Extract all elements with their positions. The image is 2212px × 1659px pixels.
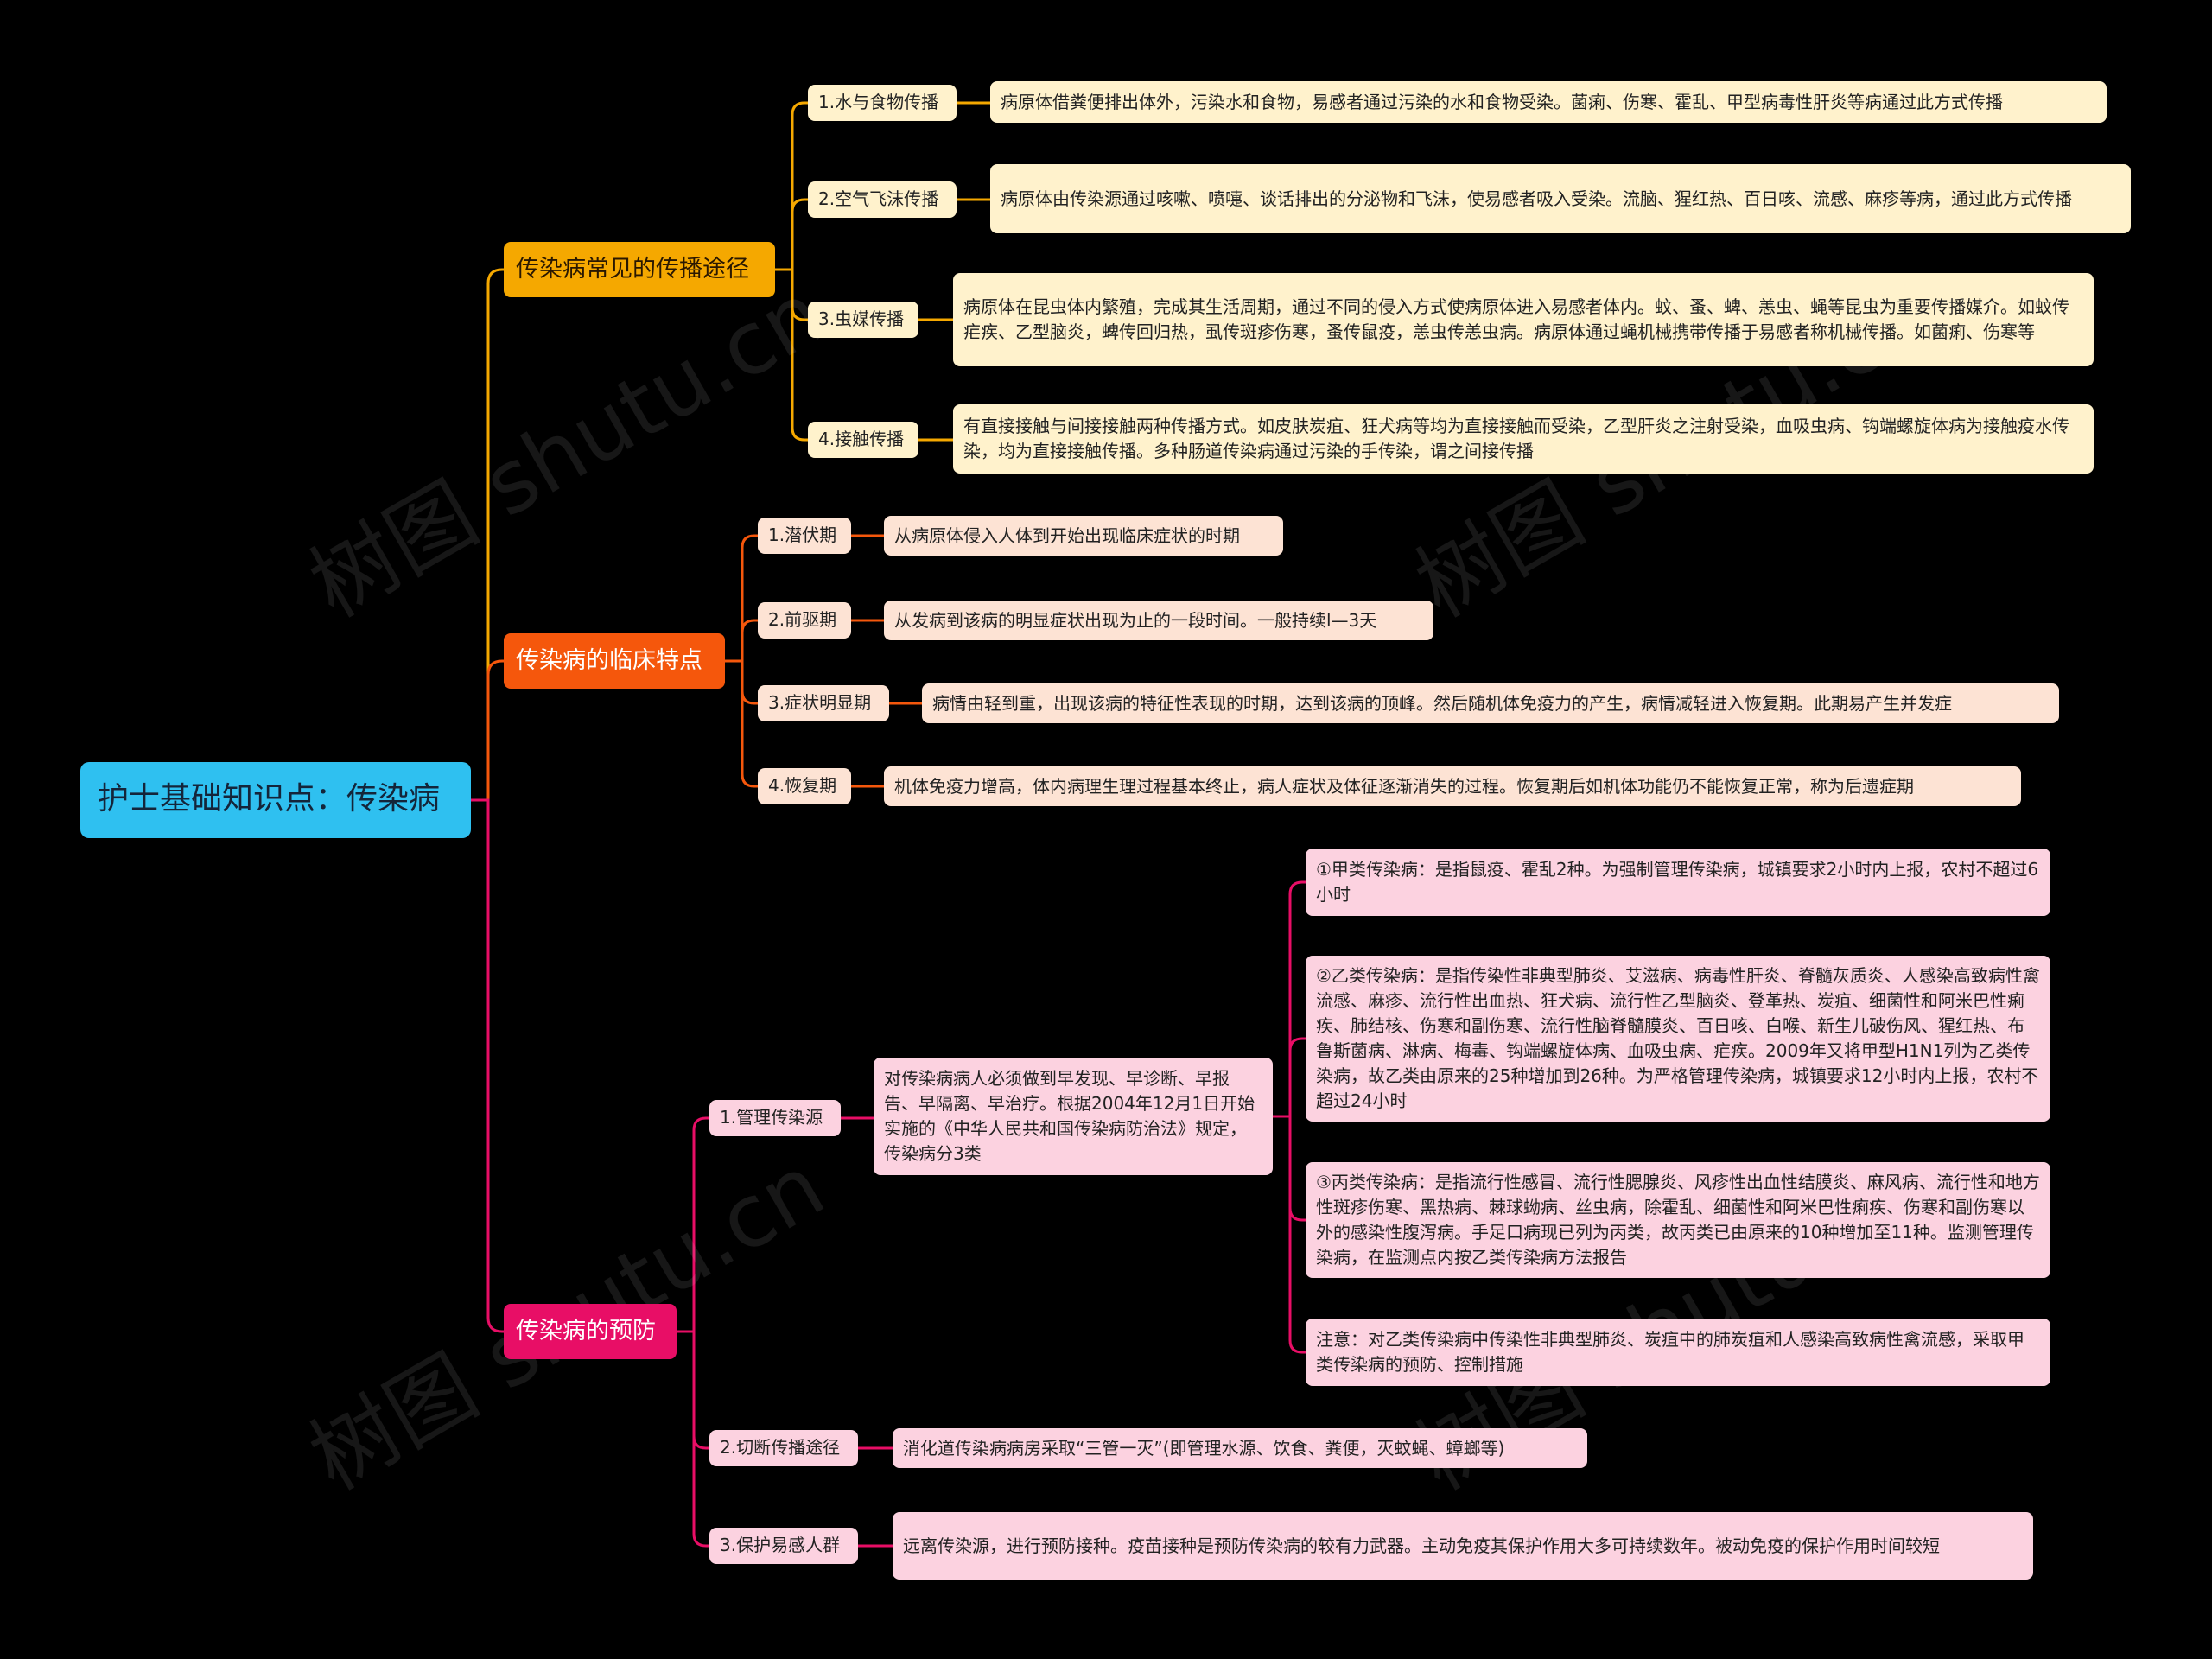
- stage-incubation[interactable]: 1.潜伏期: [758, 518, 851, 554]
- prevention-protect-susceptible[interactable]: 3.保护易感人群: [709, 1528, 858, 1564]
- connector-line: [725, 659, 758, 788]
- cut-route-desc: 消化道传染病病房采取“三管一灭”(即管理水源、饮食、粪便，灭蚊蝇、蟑螂等): [893, 1428, 1587, 1468]
- branch-transmission-routes[interactable]: 传染病常见的传播途径: [504, 242, 775, 297]
- route-airborne-desc: 病原体由传染源通过咳嗽、喷嚏、谈话排出的分泌物和飞沫，使易感者吸入受染。流脑、猩…: [990, 164, 2131, 233]
- prevention-manage-source[interactable]: 1.管理传染源: [709, 1100, 841, 1136]
- connector-line: [725, 619, 758, 663]
- connector-line: [471, 268, 504, 802]
- stage-recovery-desc: 机体免疫力增高，体内病理生理过程基本终止，病人症状及体征逐渐消失的过程。恢复期后…: [884, 766, 2021, 806]
- connector-line: [775, 101, 808, 271]
- stage-prodromal-desc: 从发病到该病的明显症状出现为止的一段时间。一般持续l—3天: [884, 601, 1433, 640]
- class-c-desc: ③丙类传染病：是指流行性感冒、流行性腮腺炎、风疹性出血性结膜炎、麻风病、流行性和…: [1306, 1162, 2050, 1278]
- connector-line: [677, 1330, 709, 1548]
- class-note-desc: 注意：对乙类传染病中传染性非典型肺炎、炭疽中的肺炭疽和人感染高致病性禽流感，采取…: [1306, 1319, 2050, 1386]
- root-node[interactable]: 护士基础知识点：传染病: [80, 762, 471, 838]
- route-vector-desc: 病原体在昆虫体内繁殖，完成其生活周期，通过不同的侵入方式使病原体进入易感者体内。…: [953, 273, 2094, 366]
- protect-susceptible-desc: 远离传染源，进行预防接种。疫苗接种是预防传染病的较有力武器。主动免疫其保护作用大…: [893, 1512, 2033, 1580]
- prevention-cut-route[interactable]: 2.切断传播途径: [709, 1430, 858, 1466]
- class-b-desc: ②乙类传染病：是指传染性非典型肺炎、艾滋病、病毒性肝炎、脊髓灰质炎、人感染高致病…: [1306, 956, 2050, 1122]
- stage-prodromal[interactable]: 2.前驱期: [758, 602, 851, 639]
- connector-line: [725, 534, 758, 663]
- route-water-food[interactable]: 1.水与食物传播: [808, 85, 957, 121]
- route-water-food-desc: 病原体借粪便排出体外，污染水和食物，易感者通过污染的水和食物受染。菌痢、伤寒、霍…: [990, 81, 2107, 123]
- manage-source-desc: 对传染病病人必须做到早发现、早诊断、早报告、早隔离、早治疗。根据2004年12月…: [874, 1058, 1273, 1175]
- class-a-desc: ①甲类传染病：是指鼠疫、霍乱2种。为强制管理传染病，城镇要求2小时内上报，农村不…: [1306, 849, 2050, 916]
- connector-line: [1273, 880, 1306, 1118]
- branch-clinical-features[interactable]: 传染病的临床特点: [504, 633, 725, 689]
- stage-symptomatic[interactable]: 3.症状明显期: [758, 685, 889, 721]
- route-airborne[interactable]: 2.空气飞沫传播: [808, 181, 957, 218]
- connector-line: [471, 798, 504, 1333]
- route-contact[interactable]: 4.接触传播: [808, 422, 918, 458]
- stage-recovery[interactable]: 4.恢复期: [758, 768, 851, 804]
- connector-line: [1273, 1037, 1306, 1118]
- connector-line: [471, 659, 504, 802]
- connector-line: [1273, 1115, 1306, 1354]
- connector-line: [677, 1116, 709, 1333]
- route-contact-desc: 有直接接触与间接接触两种传播方式。如皮肤炭疽、狂犬病等均为直接接触而受染，乙型肝…: [953, 404, 2094, 474]
- branch-prevention[interactable]: 传染病的预防: [504, 1304, 677, 1359]
- stage-symptomatic-desc: 病情由轻到重，出现该病的特征性表现的时期，达到该病的顶峰。然后随机体免疫力的产生…: [922, 683, 2059, 723]
- connector-line: [775, 198, 808, 271]
- connector-line: [775, 268, 808, 442]
- stage-incubation-desc: 从病原体侵入人体到开始出现临床症状的时期: [884, 516, 1283, 556]
- route-vector[interactable]: 3.虫媒传播: [808, 302, 918, 338]
